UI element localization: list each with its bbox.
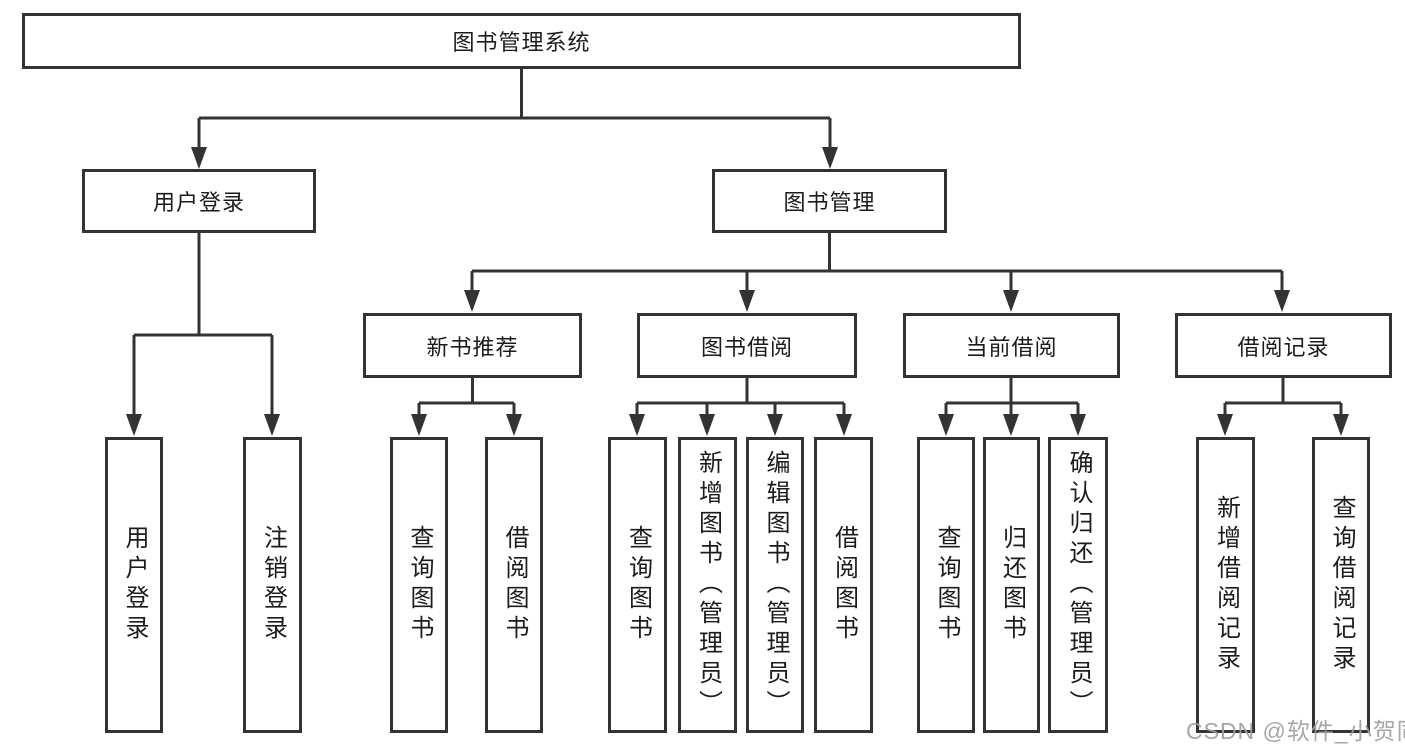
arrowhead: [1003, 414, 1019, 436]
node-new-book-recommend-label: 新书推荐: [426, 334, 519, 360]
leaf-newbook-borrow-books-label: 借阅图书: [501, 525, 528, 645]
leaf-borrow-add-books-admin: 新增图书（管理员）: [678, 437, 737, 733]
node-new-book-recommend: 新书推荐: [363, 313, 582, 378]
connector-new-book-to-leaves: [417, 378, 516, 416]
arrowhead: [191, 147, 207, 169]
leaf-current-return-books: 归还图书: [983, 437, 1040, 733]
csdn-watermark: CSDN @软件_小贺同学: [1186, 718, 1405, 744]
leaf-newbook-borrow-books: 借阅图书: [485, 437, 543, 733]
leaf-borrow-borrow-books: 借阅图书: [814, 437, 873, 733]
connector-borrow-records-to-leaves: [1223, 378, 1343, 416]
node-book-management-label: 图书管理: [783, 190, 876, 215]
arrowhead: [464, 290, 480, 312]
arrowhead: [126, 414, 142, 436]
arrowhead: [1217, 414, 1233, 436]
arrowhead: [767, 414, 783, 436]
leaf-borrow-query-books-label: 查询图书: [624, 525, 652, 645]
leaf-record-query-label: 查询借阅记录: [1328, 495, 1355, 675]
node-current-borrow-label: 当前借阅: [965, 334, 1058, 360]
leaf-logout-label: 注销登录: [259, 525, 287, 645]
leaf-user-login: 用户登录: [105, 437, 163, 733]
node-book-borrow-label: 图书借阅: [700, 334, 793, 360]
connector-user-login-to-leaves: [132, 232, 274, 416]
leaf-current-return-books-label: 归还图书: [998, 525, 1026, 645]
node-user-login-label: 用户登录: [152, 190, 245, 215]
leaf-borrow-borrow-books-label: 借阅图书: [830, 525, 858, 645]
leaf-record-add: 新增借阅记录: [1196, 437, 1255, 733]
connector-book-management-to-level3: [470, 233, 1284, 292]
arrowhead: [938, 414, 954, 436]
arrowhead: [1274, 290, 1290, 312]
leaf-user-login-label: 用户登录: [121, 525, 148, 645]
node-borrow-records: 借阅记录: [1175, 313, 1392, 378]
leaf-current-query-books: 查询图书: [917, 437, 975, 733]
leaf-newbook-query-books: 查询图书: [390, 437, 448, 733]
connector-book-borrow-to-leaves: [635, 378, 846, 416]
node-root-label: 图书管理系统: [452, 30, 591, 55]
arrowhead: [1333, 414, 1349, 436]
leaf-current-query-books-label: 查询图书: [933, 525, 960, 645]
leaf-borrow-edit-books-admin: 编辑图书（管理员）: [746, 437, 804, 733]
leaf-borrow-add-books-admin-label: 新增图书（管理员）: [694, 450, 722, 720]
arrowhead: [629, 414, 645, 436]
arrowhead: [739, 290, 755, 312]
node-book-borrow: 图书借阅: [637, 313, 857, 378]
leaf-record-add-label: 新增借阅记录: [1212, 495, 1240, 675]
node-book-management: 图书管理: [712, 169, 947, 233]
leaf-borrow-edit-books-admin-label: 编辑图书（管理员）: [762, 450, 789, 720]
arrowhead: [1070, 414, 1086, 436]
node-borrow-records-label: 借阅记录: [1237, 334, 1330, 360]
leaf-current-confirm-return-admin-label: 确认归还（管理员）: [1065, 450, 1092, 720]
arrowhead: [411, 414, 427, 436]
node-user-login: 用户登录: [82, 169, 316, 233]
leaf-record-query: 查询借阅记录: [1312, 437, 1370, 733]
arrowhead: [836, 414, 852, 436]
node-current-borrow: 当前借阅: [903, 313, 1120, 378]
connector-root-to-level2: [197, 69, 832, 150]
leaf-logout: 注销登录: [243, 437, 302, 733]
leaf-borrow-query-books: 查询图书: [608, 437, 667, 733]
arrowhead: [506, 414, 522, 436]
node-root: 图书管理系统: [22, 13, 1021, 69]
leaf-newbook-query-books-label: 查询图书: [406, 525, 433, 645]
arrowhead: [264, 414, 280, 436]
arrowhead: [699, 414, 715, 436]
arrowhead: [822, 147, 838, 169]
leaf-current-confirm-return-admin: 确认归还（管理员）: [1048, 437, 1108, 733]
connector-current-borrow-to-leaves: [944, 378, 1080, 416]
arrowhead: [1003, 290, 1019, 312]
